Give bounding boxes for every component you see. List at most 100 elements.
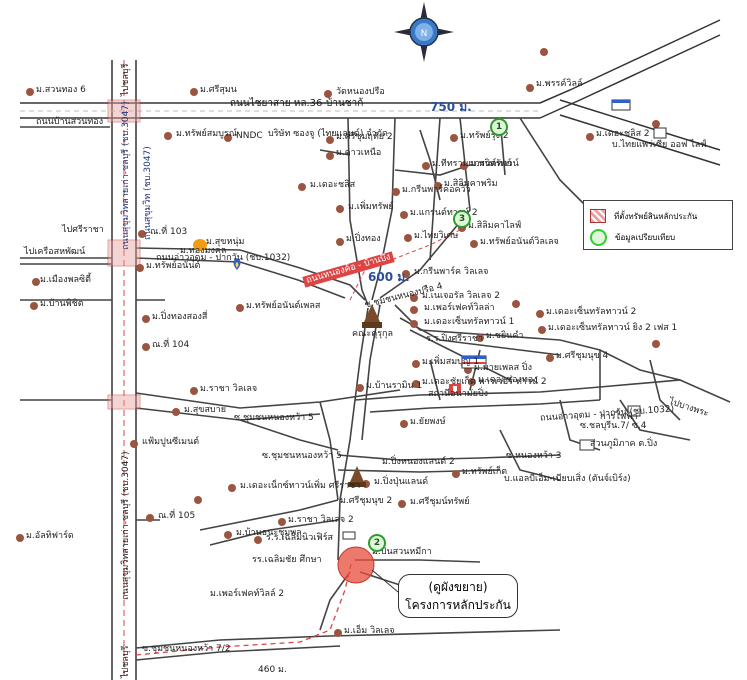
highway-vertical — [111, 60, 137, 680]
place-label: ม.เดอะเน็กซ์ทาวน์เพิ่ม ศรีราชา — [240, 481, 361, 491]
road-label-to-siracha: ไปศรีราชา — [62, 225, 104, 235]
place-label: การไฟฟ้า — [600, 412, 638, 422]
road-label-nonghwa-3: ซ.หนองหว้า 3 — [506, 451, 562, 461]
place-label: ม.เอ็ม วิลเลจ — [344, 626, 395, 636]
place-label: ม.เพิ่มสมบุญ 1 — [422, 357, 480, 367]
road-label-1032: ถนนอ่าวอุดม - ปากวัน (ชบ.1032) — [156, 253, 291, 263]
legend-subject-label: ที่ตั้งทรัพย์สินหลักประกัน — [614, 211, 698, 221]
settlement-house — [16, 534, 24, 542]
place-label: ม.ศรีสุมน — [200, 85, 237, 95]
settlement-house — [410, 320, 418, 328]
place-label: ม.ไทยวิเศษ — [414, 231, 459, 241]
place-label: ม.ปิ่งทอง — [346, 234, 381, 244]
settlement-house — [412, 380, 420, 388]
road-label-vertical-1: ถนนสุขุมวิทสายเก่า-ชลบุรี (ชบ.3047) — [121, 101, 131, 250]
place-label: บ.ไทยแพร่เซีย ออฟ ไลฟ์ — [612, 140, 707, 150]
place-label: ม.สุขสบาย — [184, 405, 226, 415]
settlement-house — [392, 188, 400, 196]
place-label: ม.เพอร์เฟคท์วิลล์ 2 — [210, 589, 285, 599]
place-label: ม.เพิ่มทรัพย์ — [348, 202, 394, 212]
legend-circle-swatch — [590, 229, 607, 246]
comparable-marker-2[interactable]: 2 — [368, 534, 386, 552]
place-label: ม.สุขหนุ่ม — [206, 237, 245, 247]
settlement-house — [136, 264, 144, 272]
settlement-house — [404, 234, 412, 242]
settlement-house — [586, 133, 594, 141]
distance-750: 750 ม. — [430, 100, 472, 114]
settlement-house — [410, 306, 418, 314]
callout-line-1: (ดูผังขยาย) — [428, 580, 488, 594]
place-label: ม.เดอะเซ็นทรัลทาวน์ 1 — [424, 317, 515, 327]
map-legend: ที่ตั้งทรัพย์สินหลักประกัน ข้อมูลเปรียบเ… — [583, 200, 733, 250]
road-label-to-sattahip: ไปเครือสหพัฒน์ — [24, 247, 86, 257]
settlement-house — [356, 384, 364, 392]
place-label: ม.ดาวเหนือ — [336, 148, 382, 158]
temple-icon — [362, 304, 382, 328]
road-label-highway: ไปชลบุรี — [121, 63, 131, 96]
settlement-house — [138, 230, 146, 238]
road-label-highway-bottom: ไปชลบุรี — [121, 645, 131, 678]
place-label: ม.เดอะเซ็นทรัลทาวน์ 2 — [546, 307, 637, 317]
settlement-house — [434, 182, 442, 190]
place-label: ม.ทวิทรัพย์ — [470, 159, 512, 169]
place-label: NNDC — [236, 131, 263, 141]
settlement-house — [400, 420, 408, 428]
place-label: บ.แอลบีเอ็ม-เบียบเสิ่ง (ตันจ์เบิร์ง) — [504, 474, 631, 484]
building-icon — [579, 127, 667, 451]
road-label-nonghwa-5: ซ.ชุมชนหนองหว้า 5 — [234, 413, 314, 423]
place-label: ม.ศรีชุมนุข 2 — [340, 496, 393, 506]
subject-site-marker[interactable] — [337, 546, 375, 584]
settlement-house — [422, 162, 430, 170]
gas-station-icon — [193, 239, 241, 270]
place-label: คณะคุรุกุล — [352, 329, 394, 339]
place-label: สถานีอนามัยปิ่ง — [428, 389, 489, 399]
place-label: ม.ศรีชุมนุข 4 — [556, 351, 609, 361]
settlement-house — [412, 360, 420, 368]
settlement-house — [652, 340, 660, 348]
project-callout[interactable]: (ดูผังขยาย) โครงการหลักประกัน — [398, 574, 518, 618]
road-label-nonghwa-5b: ซ.ชุมชนหนองหว้า 5 — [262, 451, 342, 461]
road-label-top-left: ถนนบ้านสวนทอง — [36, 117, 104, 127]
place-label: ม.เดอะเซ็นทรัลทาวน์ ยิง 2 เฟส 1 — [548, 323, 678, 333]
settlement-house — [224, 531, 232, 539]
settlement-house — [164, 132, 172, 140]
place-label: ม.เมืองพลซิตี้ — [40, 275, 92, 285]
place-label: ณ.ที่ 105 — [158, 511, 196, 521]
temple-icon-2 — [348, 466, 366, 487]
settlement-house — [190, 88, 198, 96]
place-label: ม.ศรีชุมน์ทรัพย์ — [410, 497, 470, 507]
place-label: ม.สิลิมคาไลฟ์ — [468, 221, 522, 231]
settlement-house — [398, 500, 406, 508]
place-label: ม.ทรัพย์รุ่ง 2 — [460, 131, 509, 141]
hospital-icon — [449, 384, 461, 394]
settlement-house — [452, 470, 460, 478]
settlement-house — [536, 310, 544, 318]
comparable-marker-3[interactable]: 3 — [453, 210, 471, 228]
settlement-house — [652, 120, 660, 128]
place-label: ม.สวนทอง 6 — [36, 85, 86, 95]
place-label: ม.เดอะชลิส 2 — [596, 129, 650, 139]
place-label: ม.เพอร์เฟคท์วิลล่า — [424, 303, 495, 313]
place-label: ม.ปิ่งปุ่นแลนด์ — [374, 477, 429, 487]
settlement-house — [254, 536, 262, 544]
place-label: ม.เดอะช่องทอง — [478, 375, 538, 385]
place-label: ม.เดอะชัยเก็ต พาวเวอร์ ทาวน์ 2 — [422, 377, 547, 387]
callout-leader — [371, 569, 399, 593]
place-label: ม.ปิ่งทองสองสี่ — [152, 312, 208, 322]
place-label: แฟ้มปูนซีเมนต์ — [142, 437, 200, 447]
settlement-house — [324, 90, 332, 98]
settlement-house — [410, 294, 418, 302]
place-label: ม.ราชา วิลเลจ — [200, 384, 258, 394]
place-label: ม.ทองมงคล — [180, 246, 227, 256]
settlement-house — [130, 440, 138, 448]
settlement-house — [172, 408, 180, 416]
secondary-roads — [20, 117, 731, 661]
settlement-house — [334, 629, 342, 637]
settlement-house — [546, 354, 554, 362]
settlement-house — [468, 378, 476, 386]
comparable-marker-1[interactable]: 1 — [490, 118, 508, 136]
settlement-house — [224, 134, 232, 142]
settlement-house — [540, 48, 548, 56]
place-label: ม.ทรัพย์อนันต์วิลเลจ — [480, 237, 559, 247]
